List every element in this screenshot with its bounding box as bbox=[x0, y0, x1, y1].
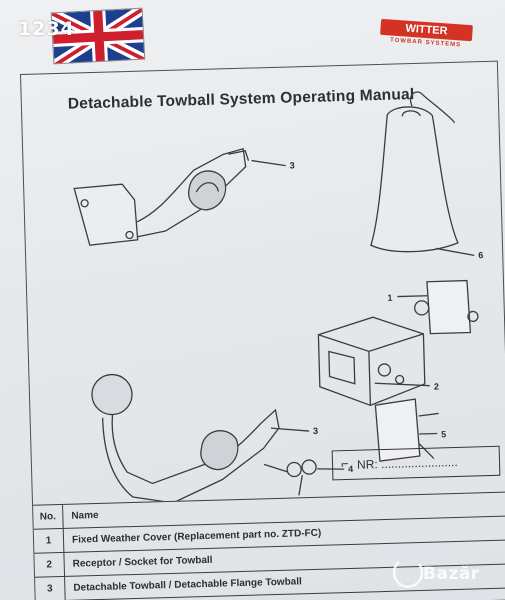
weather-cover-drawing bbox=[414, 279, 479, 335]
row-name: Detachable Towball / Detachable Flange T… bbox=[73, 576, 303, 594]
callout-1: 1 bbox=[387, 293, 392, 303]
cover-plate-drawing bbox=[374, 398, 439, 462]
keys-drawing bbox=[263, 459, 317, 496]
check-mark-icon: ⌐ bbox=[340, 455, 349, 472]
callout-3-bottom: 3 bbox=[313, 426, 318, 436]
row-no: 2 bbox=[34, 552, 66, 577]
nr-dots: ....................... bbox=[380, 454, 458, 472]
flange-towball-drawing bbox=[73, 147, 250, 246]
detachable-towball-drawing bbox=[91, 373, 280, 504]
row-name: Fixed Weather Cover (Replacement part no… bbox=[71, 527, 322, 546]
uk-flag-icon bbox=[50, 7, 146, 65]
bazar-watermark: Bazăr bbox=[392, 552, 497, 592]
callout-6: 6 bbox=[478, 250, 483, 260]
header-name: Name bbox=[71, 509, 99, 522]
callout-4: 4 bbox=[348, 464, 353, 474]
row-no: 1 bbox=[33, 528, 65, 553]
bazar-logo-icon bbox=[392, 561, 424, 588]
callout-5: 5 bbox=[441, 429, 446, 439]
nr-label: NR: bbox=[356, 457, 378, 472]
brand-logo: WITTER TOWBAR SYSTEMS bbox=[379, 18, 473, 55]
watermark-number: 1234 bbox=[18, 18, 75, 40]
row-no: 3 bbox=[35, 576, 66, 600]
parts-illustration: 3 6 1 2 3 4 5 bbox=[73, 91, 483, 504]
bazar-watermark-text: Bazăr bbox=[423, 564, 480, 584]
storage-bag-drawing bbox=[370, 91, 459, 253]
nr-field: ⌐ NR: ....................... bbox=[331, 445, 501, 481]
row-name: Receptor / Socket for Towball bbox=[72, 554, 213, 570]
manual-frame: Detachable Towball System Operating Manu… bbox=[20, 60, 505, 600]
callout-3-top: 3 bbox=[290, 160, 295, 170]
receptor-socket-drawing bbox=[317, 316, 426, 407]
callout-2: 2 bbox=[434, 381, 439, 391]
header-no: No. bbox=[33, 504, 64, 529]
